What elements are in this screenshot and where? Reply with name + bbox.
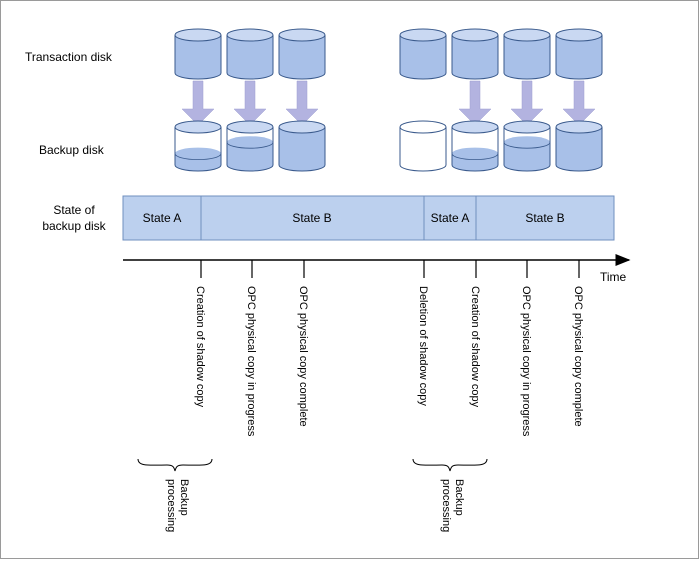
state-label: State B: [525, 211, 564, 225]
disk-groups: [174, 28, 603, 172]
event-label: OPC physical copy in progress: [245, 286, 257, 437]
backup-disk: [399, 120, 447, 172]
event-label: OPC physical copy complete: [297, 286, 309, 427]
transaction-disk: [555, 28, 603, 80]
brace: [137, 458, 213, 472]
backup-processing-label: Backup processing: [440, 479, 465, 532]
events: Creation of shadow copy OPC physical copy…: [194, 260, 584, 437]
state-label: State A: [143, 211, 182, 225]
state-label: State B: [292, 211, 331, 225]
state-label-line2: backup disk: [42, 219, 106, 233]
transaction-disk: [174, 28, 222, 80]
state-segment: [200, 195, 425, 241]
transaction-disk: [503, 28, 551, 80]
state-segment: [122, 195, 202, 241]
state-segment: [423, 195, 477, 241]
backup-processing-line2: processing: [440, 479, 452, 532]
event-label: OPC physical copy in progress: [520, 286, 532, 437]
time-label: Time: [600, 270, 627, 284]
down-arrow-icon: [233, 80, 267, 126]
backup-disk: [503, 120, 551, 172]
backup-disk-label: Backup disk: [39, 143, 105, 157]
down-arrow-icon: [510, 80, 544, 126]
state-bar: State A State B State A State B: [122, 195, 615, 241]
transaction-disk: [451, 28, 499, 80]
down-arrow-icon: [285, 80, 319, 126]
backup-disk: [226, 120, 274, 172]
backup-disk: [555, 120, 603, 172]
backup-disk: [278, 120, 326, 172]
state-segment: [475, 195, 615, 241]
down-arrow-icon: [458, 80, 492, 126]
state-label-line1: State of: [53, 203, 95, 217]
backup-processing-label: Backup processing: [165, 479, 190, 532]
backup-processing-line2: processing: [165, 479, 177, 532]
transaction-disk: [399, 28, 447, 80]
backup-disk: [174, 120, 222, 172]
event-label: Creation of shadow copy: [194, 286, 206, 408]
backup-processing-line1: Backup: [453, 479, 465, 516]
brace: [412, 458, 488, 472]
backup-disk: [451, 120, 499, 172]
event-label: Deletion of shadow copy: [417, 286, 429, 406]
transaction-disk: [278, 28, 326, 80]
down-arrow-icon: [181, 80, 215, 126]
transaction-disk: [226, 28, 274, 80]
backup-processing-line1: Backup: [178, 479, 190, 516]
event-label: Creation of shadow copy: [469, 286, 481, 408]
transaction-disk-label: Transaction disk: [25, 50, 113, 64]
event-label: OPC physical copy complete: [572, 286, 584, 427]
state-label: State A: [431, 211, 470, 225]
down-arrow-icon: [562, 80, 596, 126]
